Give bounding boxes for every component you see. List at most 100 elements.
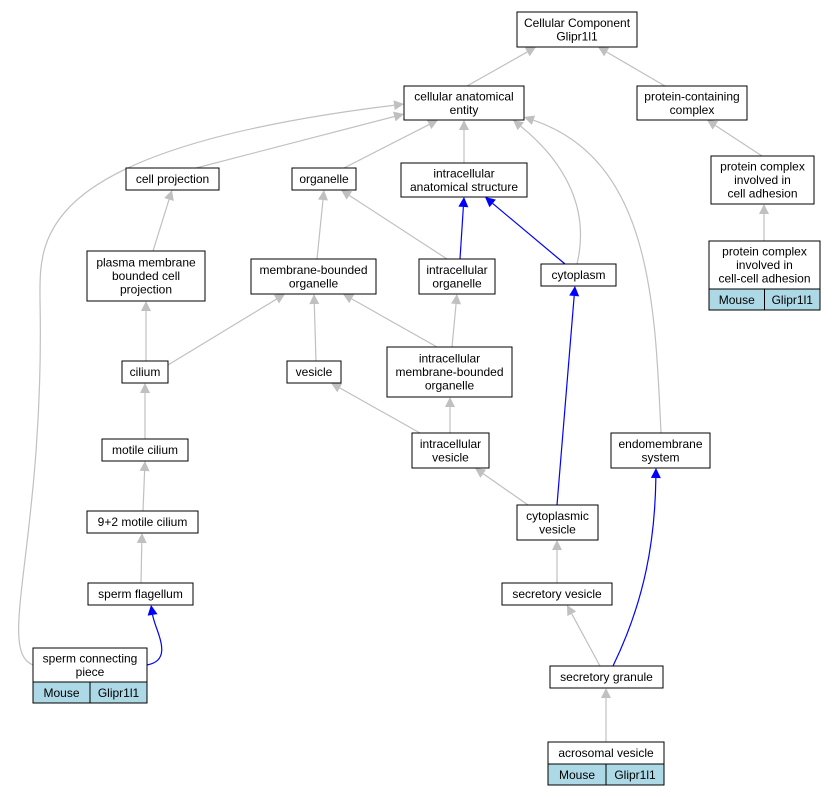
edge-arrowhead-icon — [426, 120, 438, 130]
edge-endo-to-cae — [524, 115, 662, 434]
edge-cytoplasm-to-cae — [513, 120, 582, 265]
edge-cytves-to-cytoplasm — [556, 286, 580, 506]
edge-arrowhead-icon — [513, 120, 524, 131]
node-box — [516, 11, 638, 48]
node-secgran[interactable]: secretory granule — [549, 665, 664, 689]
node-label: cellular anatomical — [414, 89, 513, 103]
node-label: plasma membrane — [96, 256, 196, 270]
edge-line — [606, 51, 666, 87]
edge-secgran-to-endo — [612, 468, 661, 667]
node-label: Cellular Component — [524, 16, 631, 30]
node-label: projection — [120, 283, 172, 297]
edge-arrowhead-icon — [707, 120, 719, 130]
edge-line — [146, 614, 163, 666]
node-box — [291, 167, 357, 191]
node-vesicle[interactable]: vesicle — [286, 360, 342, 384]
node-cellproj[interactable]: cell projection — [125, 167, 220, 191]
node-cytoplasm[interactable]: cytoplasm — [540, 263, 617, 287]
node-box — [403, 85, 525, 121]
edge-scp-to-cae — [18, 100, 404, 666]
edge-arrowhead-icon — [601, 688, 611, 698]
node-label: entity — [450, 103, 479, 117]
node-label: Glipr1l1 — [556, 29, 598, 43]
edge-line — [556, 295, 575, 506]
edge-nine2-to-motcil — [139, 461, 150, 512]
edge-cae-to-root — [466, 47, 536, 87]
edge-io-to-organelle — [341, 190, 448, 260]
edge-line — [316, 199, 324, 260]
node-label: complex — [670, 103, 715, 117]
node-label: cell adhesion — [727, 187, 797, 201]
node-label: intracellular — [433, 166, 494, 180]
node-box — [250, 258, 377, 295]
edge-line — [459, 206, 464, 260]
edge-arrowhead-icon — [650, 468, 661, 479]
node-box — [610, 432, 711, 469]
node-box — [501, 582, 613, 606]
edge-scp-to-spermflag — [146, 605, 163, 666]
edge-arrowhead-icon — [569, 286, 580, 297]
node-label: organelle — [432, 276, 482, 290]
edge-pcica-to-pcc — [707, 120, 763, 157]
edge-arrowhead-icon — [141, 301, 151, 311]
edge-secgran-to-secves — [567, 605, 601, 667]
edge-arrowhead-icon — [759, 204, 769, 214]
node-box — [708, 240, 821, 290]
node-box — [386, 346, 513, 398]
node-cilium[interactable]: cilium — [121, 360, 169, 384]
node-box — [101, 438, 189, 462]
node-nine2[interactable]: 9+2 motile cilium — [86, 510, 199, 534]
edge-line — [571, 613, 601, 667]
edge-line — [466, 51, 528, 87]
node-box — [286, 360, 342, 384]
edge-acro-to-secgran — [601, 688, 611, 742]
node-label: piece — [76, 665, 105, 679]
node-label: involved in — [736, 258, 793, 272]
edge-arrowhead-icon — [147, 605, 158, 616]
node-label: cytoplasm — [551, 268, 605, 282]
node-label: vesicle — [432, 450, 469, 464]
edge-pcc-to-root — [598, 47, 666, 87]
node-organelle[interactable]: organelle — [291, 167, 357, 191]
node-label: endomembrane — [618, 437, 702, 451]
node-box — [125, 167, 220, 191]
node-spermflag[interactable]: sperm flagellum — [87, 582, 194, 606]
edge-organelle-to-cae — [343, 120, 438, 169]
edge-arrowhead-icon — [139, 461, 150, 472]
edge-arrowhead-icon — [331, 383, 343, 393]
edge-layer — [18, 47, 769, 742]
edge-arrowhead-icon — [552, 540, 562, 550]
edge-arrowhead-icon — [273, 294, 285, 304]
edge-arrowhead-icon — [309, 294, 320, 305]
edge-line — [313, 303, 317, 362]
edge-cytoplasm-to-ias — [485, 197, 566, 265]
edge-line — [520, 125, 582, 265]
edge-arrowhead-icon — [459, 120, 469, 130]
node-label: sperm connecting — [43, 651, 138, 665]
edge-pmbcp-to-cellproj — [152, 190, 174, 252]
edge-pciccca-to-pcica — [759, 204, 769, 241]
node-secves[interactable]: secretory vesicle — [501, 582, 613, 606]
edge-arrowhead-icon — [567, 605, 577, 617]
edge-arrowhead-icon — [524, 115, 536, 125]
node-motcil[interactable]: motile cilium — [101, 438, 189, 462]
